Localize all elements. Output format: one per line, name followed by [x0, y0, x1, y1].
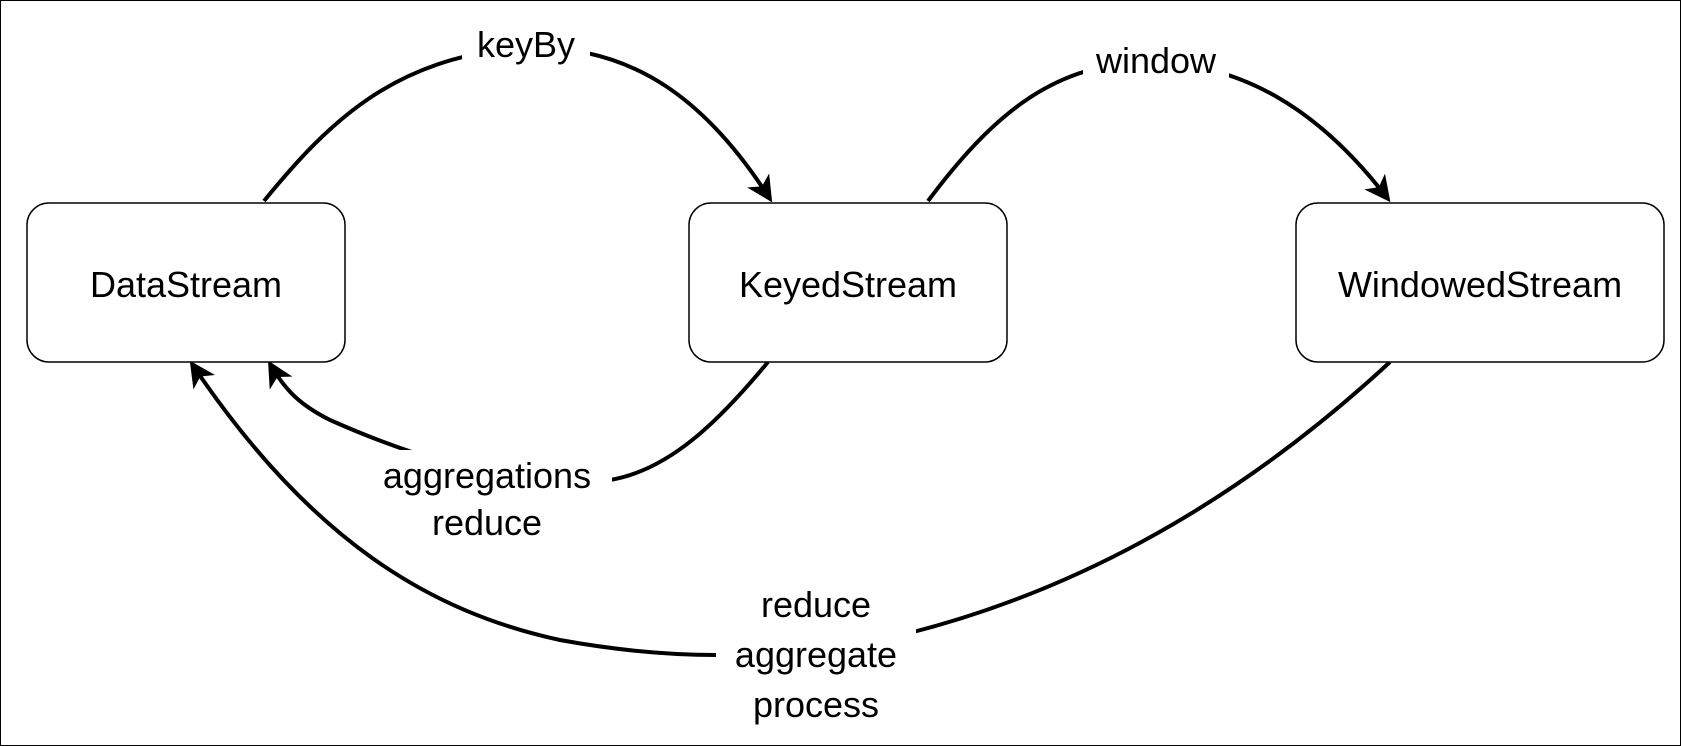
edge-keyby: keyBy [262, 20, 773, 203]
node-windowedstream-label: WindowedStream [1338, 264, 1622, 305]
edge-aggregations-reduce: aggregations reduce [268, 360, 770, 550]
edge-aggregations-label-bg [362, 450, 612, 550]
edge-windowed-label-bg [716, 580, 916, 730]
node-datastream-box [26, 202, 346, 363]
edge-windowed-label-line3: process [753, 684, 879, 725]
edge-keyby-label: keyBy [477, 24, 575, 65]
node-windowedstream-box [1295, 202, 1665, 363]
edge-window-label-bg [1083, 36, 1229, 84]
edge-windowed-label-line1: reduce [761, 584, 871, 625]
node-keyedstream[interactable]: KeyedStream [688, 202, 1008, 363]
edge-aggregations-label-line2: reduce [432, 502, 542, 543]
edge-window-label: window [1095, 40, 1217, 81]
node-datastream-label: DataStream [90, 264, 282, 305]
edge-keyby-label-bg [462, 20, 590, 68]
node-datastream[interactable]: DataStream [26, 202, 346, 363]
edge-windowed-label-line2: aggregate [735, 634, 897, 675]
edge-window: window [926, 36, 1391, 203]
node-keyedstream-box [688, 202, 1008, 363]
edge-aggregations-label-line1: aggregations [383, 455, 591, 496]
node-keyedstream-label: KeyedStream [739, 264, 957, 305]
node-windowedstream[interactable]: WindowedStream [1295, 202, 1665, 363]
edge-windowed-to-datastream: reduce aggregate process [189, 360, 1392, 730]
